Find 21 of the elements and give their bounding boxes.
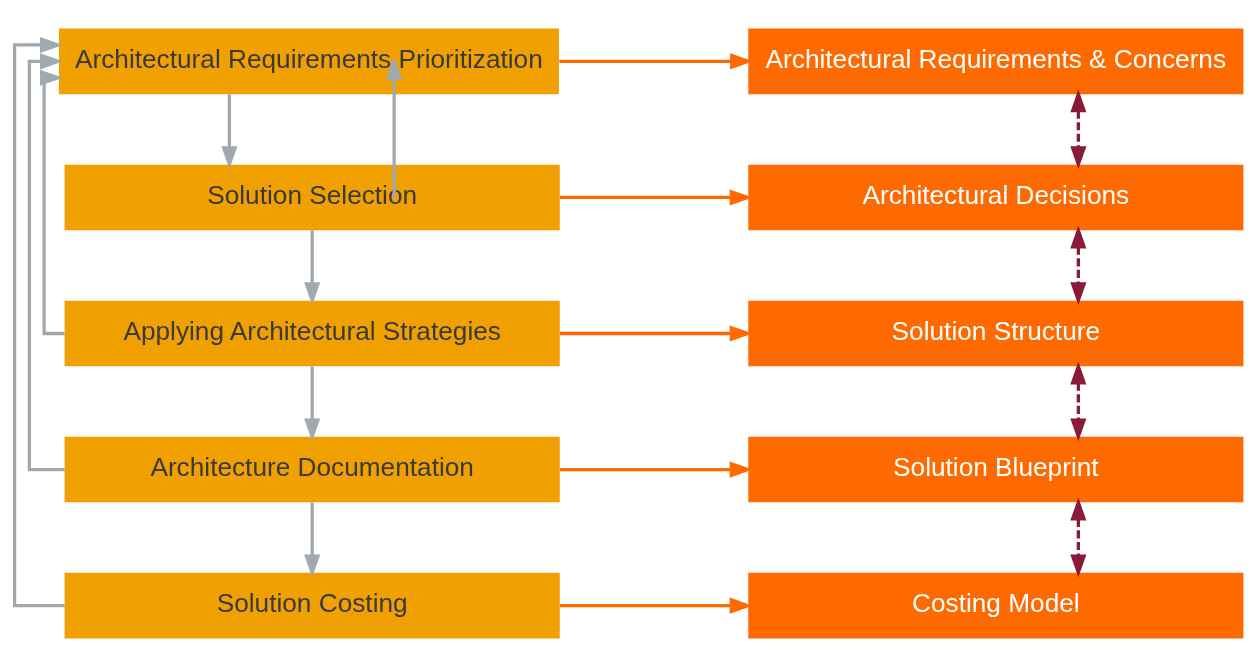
node-box: Solution Costing (64, 572, 560, 639)
arrow (1070, 497, 1087, 578)
arrow (304, 366, 321, 442)
node-box: Architectural Decisions (748, 164, 1244, 231)
arrow (12, 36, 65, 608)
arrow (1070, 361, 1087, 442)
arrow (1070, 225, 1087, 306)
arrow (304, 230, 321, 306)
node-box: Architecture Documentation (64, 436, 560, 503)
node-box: Solution Blueprint (748, 436, 1244, 503)
arrow (304, 502, 321, 578)
arrow (1070, 89, 1087, 170)
arrow (386, 56, 403, 198)
node-box: Solution Selection (64, 164, 560, 231)
node-box: Architectural Requirements Prioritization (58, 28, 559, 95)
node-box: Solution Structure (748, 300, 1244, 367)
arrow (27, 53, 65, 472)
node-box: Costing Model (748, 572, 1244, 639)
arrow (221, 94, 238, 170)
node-box: Architectural Requirements & Concerns (748, 28, 1244, 95)
node-box: Applying Architectural Strategies (64, 300, 560, 367)
